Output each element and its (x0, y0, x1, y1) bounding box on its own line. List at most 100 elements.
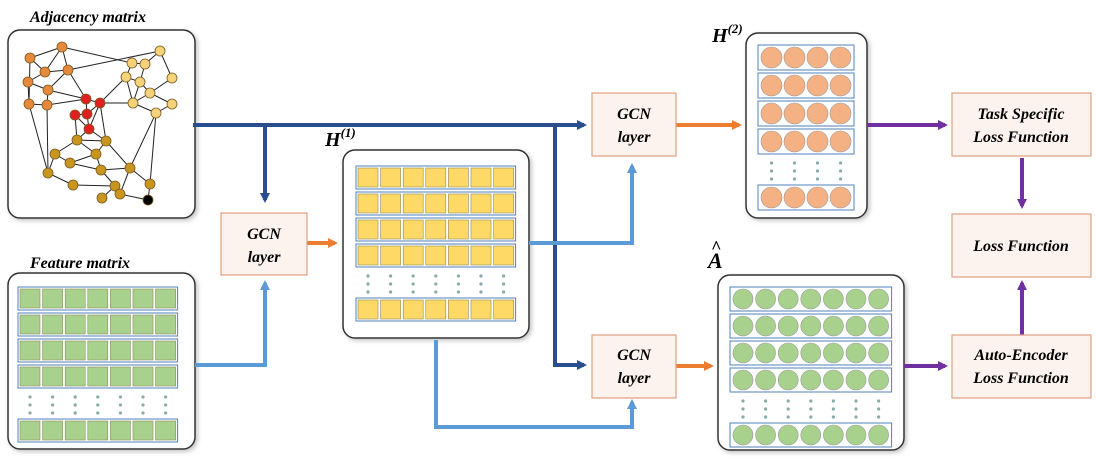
continuation-dot (502, 290, 506, 294)
matrix-cell (425, 167, 447, 188)
gcn-layer-1-line1: GCN (247, 226, 282, 243)
matrix-cell (470, 219, 492, 240)
matrix-cell (357, 219, 379, 240)
graph-node (42, 167, 54, 179)
graph-node (39, 66, 51, 78)
matrix-node (732, 342, 754, 364)
matrix-cell (448, 167, 469, 188)
matrix-cell (357, 299, 379, 320)
matrix-node (777, 424, 799, 446)
matrix-cell (87, 314, 109, 335)
matrix-node (800, 315, 822, 337)
matrix-row (729, 313, 893, 339)
graph-node (22, 76, 34, 88)
matrix-node (760, 74, 783, 97)
matrix-cell (493, 245, 514, 266)
matrix-cell (87, 340, 109, 361)
continuation-dot (389, 290, 393, 294)
continuation-dot (118, 395, 122, 399)
graph-node (100, 135, 112, 147)
matrix-cell (42, 420, 63, 441)
matrix-node (777, 288, 799, 310)
matrix-cell (357, 245, 379, 266)
matrix-cell (425, 193, 447, 214)
matrix-node (823, 288, 844, 310)
matrix-cell (425, 245, 447, 266)
continuation-dot (164, 403, 168, 407)
matrix-cell (380, 193, 401, 214)
matrix-node (845, 315, 867, 337)
svg-text:Auto-Encoder: Auto-Encoder (973, 347, 1068, 364)
matrix-node (829, 46, 852, 69)
continuation-dot (28, 403, 32, 407)
matrix-node (732, 424, 754, 446)
graph-nodes (22, 41, 178, 206)
matrix-node (806, 102, 829, 125)
graph-edge (72, 184, 116, 187)
continuation-dot (141, 411, 145, 415)
matrix-cell (448, 193, 469, 214)
matrix-node (783, 130, 806, 153)
matrix-cell (155, 420, 176, 441)
continuation-dot (366, 274, 370, 278)
matrix-node (732, 369, 754, 391)
matrix-cell (402, 299, 424, 320)
matrix-cell (470, 245, 492, 266)
continuation-dot (434, 274, 438, 278)
continuation-dot (741, 415, 745, 419)
continuation-dot (141, 403, 145, 407)
matrix-row (729, 340, 893, 366)
matrix-node (760, 102, 783, 125)
matrix-node (829, 102, 852, 125)
matrix-row (757, 184, 855, 211)
matrix-cell (155, 366, 176, 387)
continuation-dot (51, 395, 55, 399)
graph-node (81, 108, 93, 120)
gcn-layer-2-line1: GCN (617, 106, 652, 123)
matrix-cell (402, 167, 424, 188)
svg-text:Task Specific: Task Specific (978, 106, 1065, 123)
svg-text:Loss Function: Loss Function (972, 238, 1069, 255)
continuation-dot (51, 403, 55, 407)
continuation-dot (28, 395, 32, 399)
continuation-dot (854, 407, 858, 411)
continuation-dot (838, 161, 843, 165)
matrix-node (732, 315, 754, 337)
graph-node (166, 98, 178, 110)
continuation-dot (456, 274, 460, 278)
matrix-cell (380, 219, 401, 240)
continuation-dot (141, 395, 145, 399)
continuation-dot (764, 407, 768, 411)
matrix-row (17, 312, 179, 337)
continuation-dot (73, 395, 77, 399)
continuation-dot (809, 415, 813, 419)
matrix-row (729, 286, 893, 312)
graph-node (150, 107, 162, 119)
matrix-cell (470, 193, 492, 214)
continuation-dot (434, 282, 438, 286)
graph-edge (99, 76, 127, 104)
continuation-dot (786, 399, 790, 403)
continuation-dot (838, 177, 843, 181)
feature-matrix-cells (17, 286, 179, 443)
continuation-dot (96, 403, 100, 407)
continuation-dot (815, 169, 820, 173)
matrix-row (729, 422, 893, 448)
graph-node (134, 76, 146, 88)
matrix-node (755, 424, 776, 446)
graph-node (124, 162, 136, 174)
gcn-layer-2-line2: layer (618, 129, 652, 146)
graph-node (62, 64, 74, 76)
continuation-dot (769, 169, 774, 173)
matrix-cell (110, 340, 131, 361)
matrix-cell (132, 288, 154, 309)
matrix-cell (132, 366, 154, 387)
graph-node (96, 192, 108, 204)
continuation-dot (479, 274, 483, 278)
gcn-layer-1-line2: layer (248, 249, 282, 266)
graph-edge (129, 112, 157, 169)
matrix-row (355, 297, 517, 322)
graph-node (120, 71, 132, 83)
gcn-layer-3-line2: layer (618, 370, 652, 387)
graph-edge (47, 89, 87, 100)
